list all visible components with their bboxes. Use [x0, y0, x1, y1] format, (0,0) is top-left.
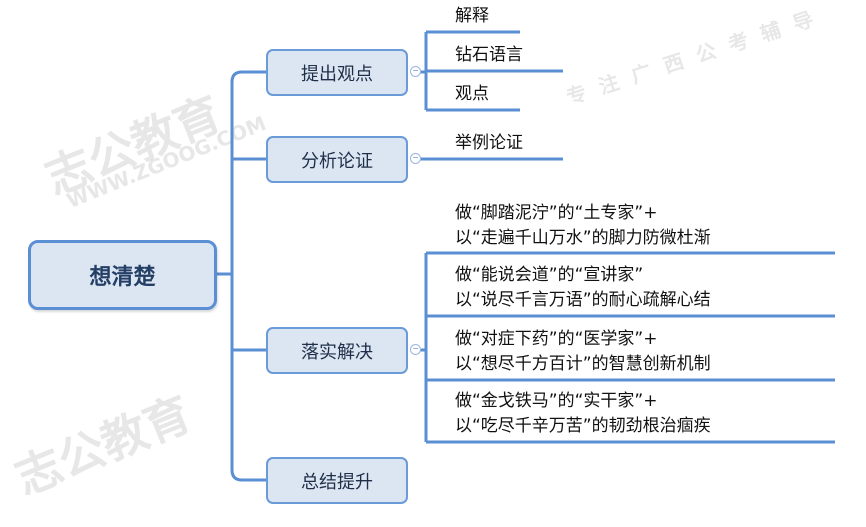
leaf-line: 做“脚踏泥泞”的“土专家”+ — [455, 203, 658, 223]
leaf-line: 做“对症下药”的“医学家”+ — [455, 329, 658, 349]
branch-summary[interactable]: 总结提升 — [266, 457, 408, 504]
leaf-node-action[interactable]: 做“能说会道”的“宣讲家” 以“说尽千言万语”的耐心疏解心结 — [455, 263, 711, 313]
branch-propose[interactable]: 提出观点 — [266, 49, 408, 96]
leaf-line: 以“想尽千方百计”的智慧创新机制 — [455, 354, 711, 374]
collapse-toggle-icon[interactable]: − — [410, 66, 421, 77]
branch-implement[interactable]: 落实解决 — [266, 327, 408, 374]
collapse-toggle-icon[interactable]: − — [410, 344, 421, 355]
leaf-line: 以“说尽千言万语”的耐心疏解心结 — [455, 290, 711, 310]
collapse-toggle-icon[interactable]: − — [410, 153, 421, 164]
leaf-line: 做“能说会道”的“宣讲家” — [455, 265, 644, 285]
branch-label: 分析论证 — [301, 150, 373, 172]
branch-label: 提出观点 — [301, 63, 373, 85]
leaf-node[interactable]: 举例论证 — [455, 133, 523, 153]
branch-analyze[interactable]: 分析论证 — [266, 136, 408, 183]
leaf-node[interactable]: 钻石语言 — [455, 45, 523, 65]
leaf-node[interactable]: 观点 — [455, 84, 489, 104]
branch-label: 总结提升 — [301, 471, 373, 493]
leaf-line: 以“走遍千山万水”的脚力防微杜渐 — [455, 228, 711, 248]
leaf-line: 做“金戈铁马”的“实干家”+ — [455, 391, 658, 411]
leaf-node-action[interactable]: 做“金戈铁马”的“实干家”+ 以“吃尽千辛万苦”的韧劲根治痼疾 — [455, 389, 711, 439]
leaf-node-action[interactable]: 做“脚踏泥泞”的“土专家”+ 以“走遍千山万水”的脚力防微杜渐 — [455, 201, 711, 251]
root-node[interactable]: 想清楚 — [28, 240, 217, 310]
root-label: 想清楚 — [89, 265, 156, 290]
leaf-node-action[interactable]: 做“对症下药”的“医学家”+ 以“想尽千方百计”的智慧创新机制 — [455, 327, 711, 377]
leaf-line: 以“吃尽千辛万苦”的韧劲根治痼疾 — [455, 416, 711, 436]
leaf-node[interactable]: 解释 — [455, 6, 489, 26]
branch-label: 落实解决 — [301, 341, 373, 363]
